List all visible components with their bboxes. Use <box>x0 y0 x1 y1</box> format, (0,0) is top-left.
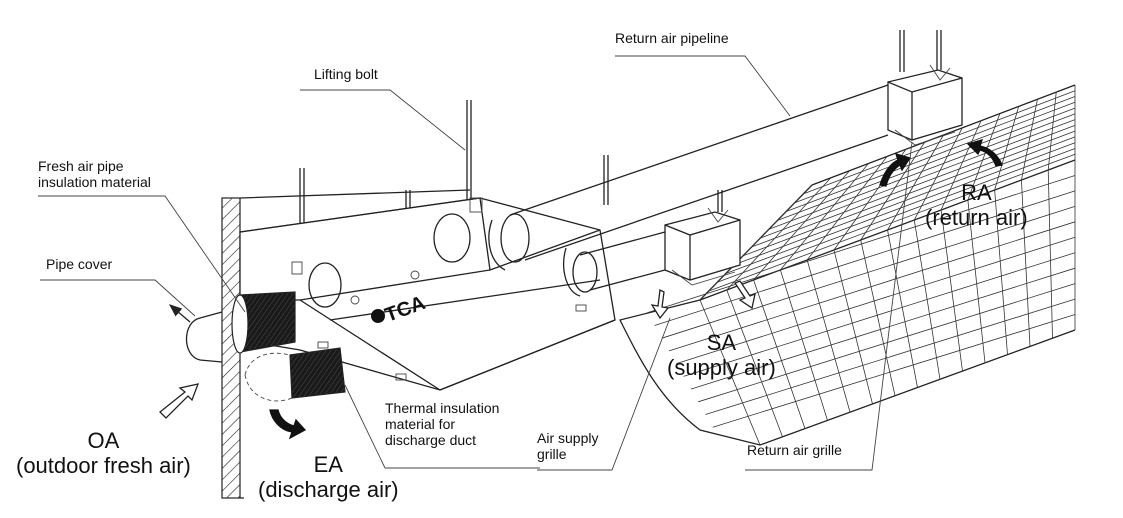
ceiling-grid <box>619 84 1076 446</box>
label-sa: SA (supply air) <box>667 330 776 381</box>
ceiling-grid-line <box>712 314 1076 428</box>
ceiling-grid-line <box>654 190 1076 326</box>
label-air-supply-grille: Air supply grille <box>537 430 598 462</box>
label-sa-desc: (supply air) <box>667 355 776 381</box>
ceiling-grid-line <box>742 130 1076 257</box>
label-lifting-bolt: Lifting bolt <box>314 66 378 82</box>
ra-arrow-left <box>879 153 912 187</box>
label-pipe-cover: Pipe cover <box>46 256 113 272</box>
ceiling-grid-line <box>683 252 1076 377</box>
label-oa-desc: (outdoor fresh air) <box>16 453 191 479</box>
label-ra: RA (return air) <box>925 180 1028 231</box>
ceiling-grid-line <box>1047 92 1057 339</box>
label-thermal-insulation: Thermal insulation material for discharg… <box>385 400 499 448</box>
air-supply-grille-box <box>664 207 741 286</box>
label-ea: EA (discharge air) <box>258 452 399 503</box>
label-oa-code: OA <box>87 428 120 453</box>
discharge-duct <box>244 347 346 402</box>
return-air-grille-box <box>887 64 963 146</box>
ceiling-grid-line <box>806 156 888 413</box>
wall <box>221 189 471 499</box>
leader-lines <box>38 55 913 471</box>
label-ea-desc: (discharge air) <box>258 477 399 503</box>
ceiling-grid-line <box>768 113 1076 230</box>
ceiling-grid-line <box>668 221 1076 352</box>
label-oa: OA (outdoor fresh air) <box>16 428 191 479</box>
label-air-supply-grille-line2: grille <box>537 446 567 463</box>
ceiling-grid-line <box>887 134 944 388</box>
label-ra-code: RA <box>961 180 992 205</box>
ceiling-grid-line <box>967 113 1001 363</box>
ceiling-grid-line <box>913 127 963 380</box>
ceiling-grid-line <box>726 177 832 437</box>
ceiling-grid-line <box>994 106 1020 355</box>
ceiling-grid-line <box>760 119 1076 239</box>
ceiling-grid-line <box>794 96 1076 204</box>
label-fresh-air-pipe-insulation-line2: insulation material <box>38 174 151 191</box>
sa-arrow-right <box>734 280 756 310</box>
return-air-pipeline <box>488 84 889 271</box>
ceiling-grid-line <box>786 101 1076 212</box>
ceiling-grid-line <box>1021 99 1038 347</box>
ceiling-grid-line <box>940 120 982 372</box>
label-air-supply-grille-line1: Air supply <box>537 430 599 446</box>
ceiling-grid-line <box>698 283 1076 403</box>
label-thermal-insulation-line2: material for <box>385 416 456 433</box>
label-thermal-insulation-line1: Thermal insulation <box>385 400 500 416</box>
label-fresh-air-pipe-insulation: Fresh air pipe insulation material <box>38 158 151 190</box>
sa-arrow-left <box>650 289 670 320</box>
ceiling-grid-line <box>751 125 1076 248</box>
ceiling-grid-line <box>647 175 1076 314</box>
ea-arrow <box>269 409 307 440</box>
ceiling-grid-line <box>661 205 1076 339</box>
ceiling-grid-line <box>676 236 1076 365</box>
ra-arrow-right <box>966 139 1003 167</box>
label-ra-desc: (return air) <box>925 205 1028 231</box>
ceiling-grid-line <box>708 153 1076 292</box>
ceiling-grid-line <box>777 107 1076 221</box>
ceiling-grid-line <box>705 298 1076 415</box>
ceiling-grid-line <box>690 267 1076 390</box>
label-return-air-pipeline: Return air pipeline <box>615 30 729 46</box>
label-thermal-insulation-line3: discharge duct <box>385 432 477 449</box>
supply-air-pipe <box>563 231 666 297</box>
oa-arrow <box>159 383 200 419</box>
ventilation-unit <box>239 197 616 391</box>
label-sa-code: SA <box>706 330 737 355</box>
ceiling-grid-line <box>803 90 1076 195</box>
ceiling-grid-line <box>699 184 813 446</box>
ceiling-grid-line <box>753 170 850 429</box>
label-return-air-grille: Return air grille <box>747 442 842 458</box>
ceiling-grid-line <box>717 148 1076 283</box>
ceiling-grid-line <box>725 142 1076 274</box>
label-fresh-air-pipe-insulation-line1: Fresh air pipe <box>38 158 124 174</box>
fresh-air-pipe <box>169 291 296 363</box>
label-ea-code: EA <box>313 452 343 477</box>
airflow-arrows <box>159 139 1003 440</box>
